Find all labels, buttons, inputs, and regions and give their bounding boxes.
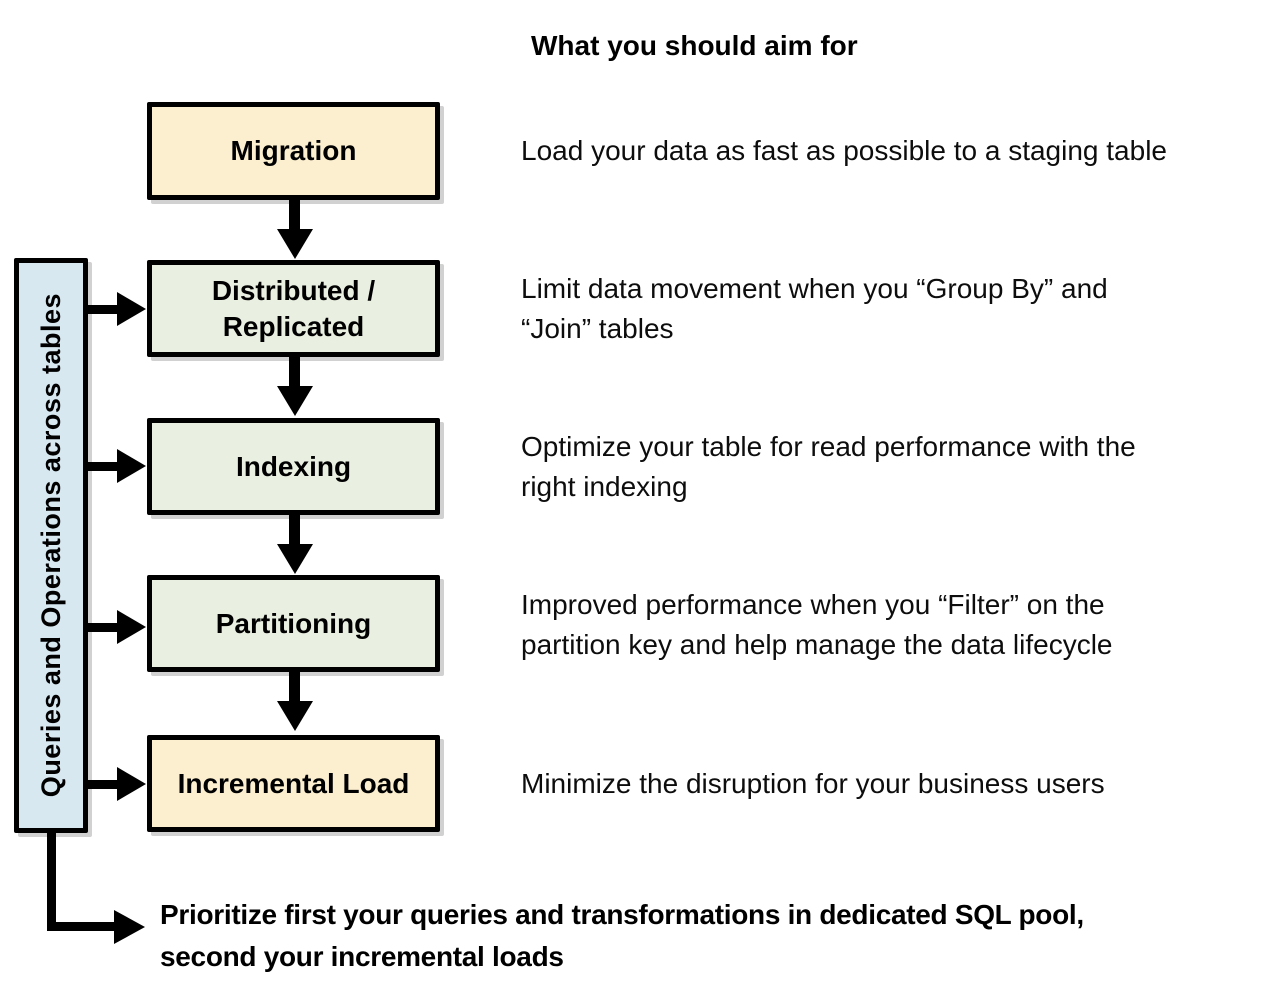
arrow-head-icon (117, 449, 146, 483)
flow-box-incremental-load: Incremental Load (147, 735, 440, 832)
flow-box-migration: Migration (147, 102, 440, 200)
description-incremental-load: Minimize the disruption for your busines… (521, 768, 1105, 799)
flow-box-distributed-replicated: Distributed / Replicated (147, 260, 440, 357)
arrow-shaft (289, 512, 300, 546)
down-arrow-migration-to-distributed (277, 197, 313, 260)
arrow-shaft (289, 354, 300, 388)
flow-box-indexing: Indexing (147, 418, 440, 515)
arrow-shaft (85, 462, 119, 471)
down-arrow-partitioning-to-incremental (277, 669, 313, 732)
elbow-arrow-vertical-segment (47, 830, 56, 927)
arrow-head-icon (277, 386, 313, 416)
description-indexing: Optimize your table for read performance… (521, 431, 1136, 502)
flow-box-partitioning: Partitioning (147, 575, 440, 672)
queries-operations-bar: Queries and Operations across tables (14, 258, 88, 833)
arrow-head-icon (114, 910, 145, 944)
arrow-head-icon (117, 610, 146, 644)
flow-box-distributed-replicated-label: Distributed / Replicated (211, 274, 376, 342)
description-distributed-replicated: Limit data movement when you “Group By” … (521, 273, 1108, 344)
right-arrow-to-partitioning (85, 609, 146, 645)
right-arrow-to-incremental (85, 766, 146, 802)
flow-box-partitioning-label: Partitioning (215, 607, 372, 639)
description-partitioning: Improved performance when you “Filter” o… (521, 589, 1113, 660)
elbow-arrow-horizontal-segment (47, 922, 117, 931)
arrow-shaft (85, 780, 119, 789)
arrow-shaft (85, 623, 119, 632)
down-arrow-indexing-to-partitioning (277, 512, 313, 575)
queries-operations-label: Queries and Operations across tables (35, 293, 66, 798)
priority-note: Prioritize first your queries and transf… (160, 899, 1084, 972)
right-arrow-to-distributed (85, 291, 146, 327)
arrow-shaft (85, 305, 119, 314)
flow-box-incremental-load-label: Incremental Load (177, 767, 410, 799)
arrow-shaft (289, 197, 300, 231)
arrow-head-icon (277, 701, 313, 731)
arrow-head-icon (117, 767, 146, 801)
down-arrow-distributed-to-indexing (277, 354, 313, 417)
right-arrow-to-indexing (85, 448, 146, 484)
arrow-head-icon (117, 292, 146, 326)
column-title: What you should aim for (531, 30, 858, 61)
arrow-head-icon (277, 229, 313, 259)
arrow-shaft (289, 669, 300, 703)
flow-box-migration-label: Migration (230, 135, 357, 167)
arrow-head-icon (277, 544, 313, 574)
flow-box-indexing-label: Indexing (235, 450, 352, 482)
description-migration: Load your data as fast as possible to a … (521, 135, 1167, 166)
